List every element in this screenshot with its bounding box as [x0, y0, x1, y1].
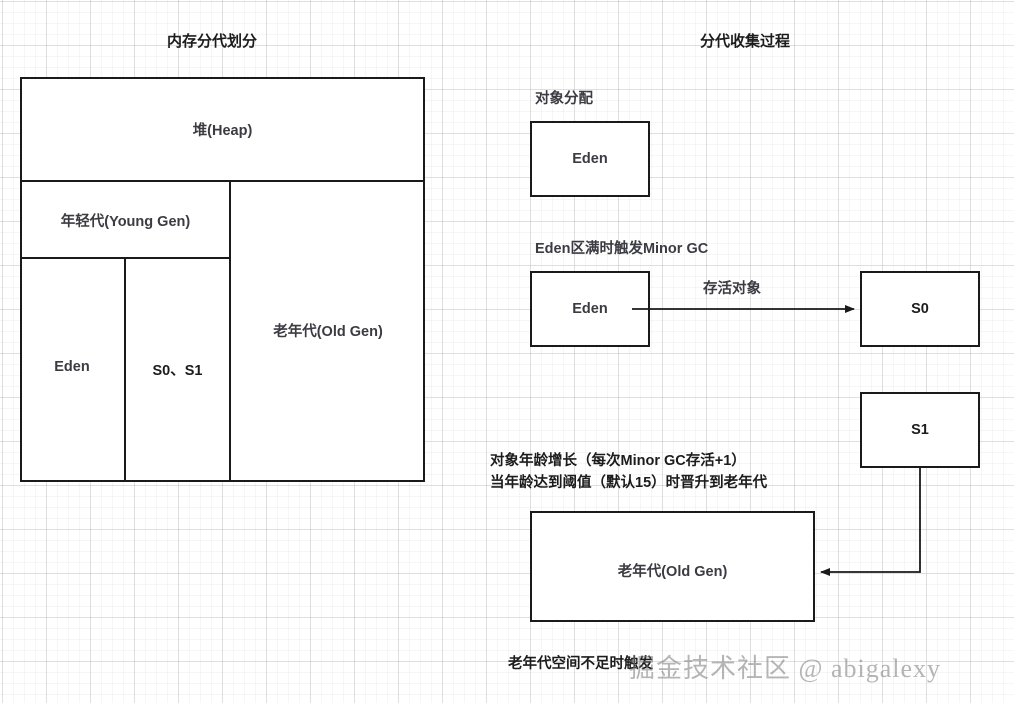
eden-box-step2-label: Eden	[572, 301, 608, 317]
survivors-label-left: S0、S1	[152, 363, 203, 379]
heap-box	[20, 77, 425, 482]
watermark: 掘金技术社区 @ abigalexy	[629, 654, 942, 683]
eden-box-step1	[530, 121, 650, 197]
right-panel-title: 分代收集过程	[700, 33, 791, 50]
s1-box-label: S1	[911, 422, 929, 438]
old-gen-box-right	[530, 511, 815, 622]
promotion-caption-line2: 当年龄达到阈值（默认15）时晋升到老年代	[490, 475, 768, 491]
left-panel-title: 内存分代划分	[167, 33, 258, 50]
heap-young-divider	[20, 180, 425, 182]
eden-label-left: Eden	[54, 359, 90, 375]
young-gen-label: 年轻代(Young Gen)	[60, 214, 191, 230]
arrow-label-surviving-objects: 存活对象	[703, 281, 761, 297]
s0-box-label: S0	[911, 301, 929, 317]
step-minor-gc-caption: Eden区满时触发Minor GC	[535, 241, 709, 257]
eden-survivor-divider	[124, 257, 126, 482]
eden-box-step1-label: Eden	[572, 151, 608, 167]
full-gc-caption: 老年代空间不足时触发	[508, 656, 653, 672]
old-gen-box-right-label: 老年代(Old Gen)	[617, 564, 728, 580]
step-object-allocation-caption: 对象分配	[535, 91, 593, 107]
s0-box	[860, 271, 980, 347]
heap-label: 堆(Heap)	[192, 123, 253, 139]
s1-box	[860, 392, 980, 468]
arrow-s1-to-oldgen	[820, 468, 921, 576]
young-old-divider	[229, 180, 231, 482]
promotion-caption-line1: 对象年龄增长（每次Minor GC存活+1）	[490, 453, 746, 469]
old-gen-label-left: 老年代(Old Gen)	[273, 324, 383, 340]
eden-box-step2	[530, 271, 650, 347]
